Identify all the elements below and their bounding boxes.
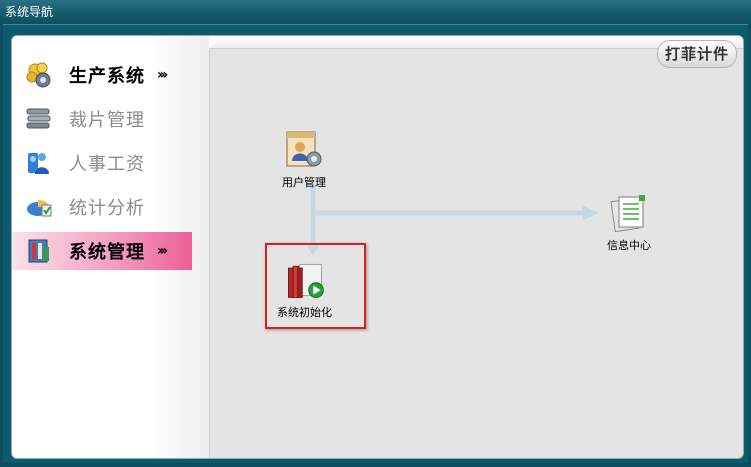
- node-label: 用户管理: [282, 176, 326, 189]
- flow-connectors: [306, 186, 599, 256]
- gold-coins-gear-icon: [25, 61, 53, 89]
- people-icon: [25, 149, 53, 177]
- connector-arrowhead-right: [583, 206, 599, 220]
- window-frame: 生产系统 ››› 裁片管理: [3, 24, 748, 463]
- node-system-init[interactable]: 系统初始化: [277, 258, 332, 320]
- node-label: 信息中心: [607, 239, 651, 252]
- selection-highlight: [265, 243, 366, 329]
- sidebar-item-hr-payroll[interactable]: 人事工资: [12, 144, 192, 182]
- window-titlebar: 系统导航: [0, 0, 751, 24]
- sidebar-item-label: 系统管理: [69, 242, 145, 263]
- sidebar-item-label: 人事工资: [69, 154, 145, 175]
- sidebar-item-label: 裁片管理: [69, 110, 145, 131]
- chevron-right-icon: ›››: [157, 67, 168, 83]
- sidebar-item-label: 生产系统: [69, 66, 145, 87]
- window-title: 系统导航: [5, 5, 54, 19]
- connector-arrowhead-down: [306, 244, 320, 256]
- piecework-badge[interactable]: 打菲计件: [657, 40, 737, 68]
- fabric-stack-icon: [25, 105, 53, 133]
- node-label: 系统初始化: [277, 306, 332, 319]
- sidebar-item-system-management[interactable]: 系统管理 ›››: [12, 232, 192, 270]
- sidebar-item-cutting[interactable]: 裁片管理: [12, 100, 192, 138]
- navigation-panel: 生产系统 ››› 裁片管理: [11, 35, 744, 459]
- flow-canvas: 用户管理 信息中心: [209, 36, 743, 458]
- sidebar-item-statistics[interactable]: 统计分析: [12, 188, 192, 226]
- sidebar-item-production[interactable]: 生产系统 ›››: [12, 56, 192, 94]
- system-init-icon: [283, 258, 327, 302]
- node-info-center[interactable]: 信息中心: [607, 191, 651, 253]
- chevron-right-icon: ›››: [157, 243, 168, 259]
- node-user-management[interactable]: 用户管理: [282, 128, 326, 190]
- sidebar: 生产系统 ››› 裁片管理: [12, 36, 223, 458]
- user-management-icon: [282, 128, 326, 172]
- system-tools-icon: [25, 237, 53, 265]
- info-center-icon: [607, 191, 651, 235]
- sidebar-item-label: 统计分析: [69, 198, 145, 219]
- pie-chart-icon: [25, 193, 53, 221]
